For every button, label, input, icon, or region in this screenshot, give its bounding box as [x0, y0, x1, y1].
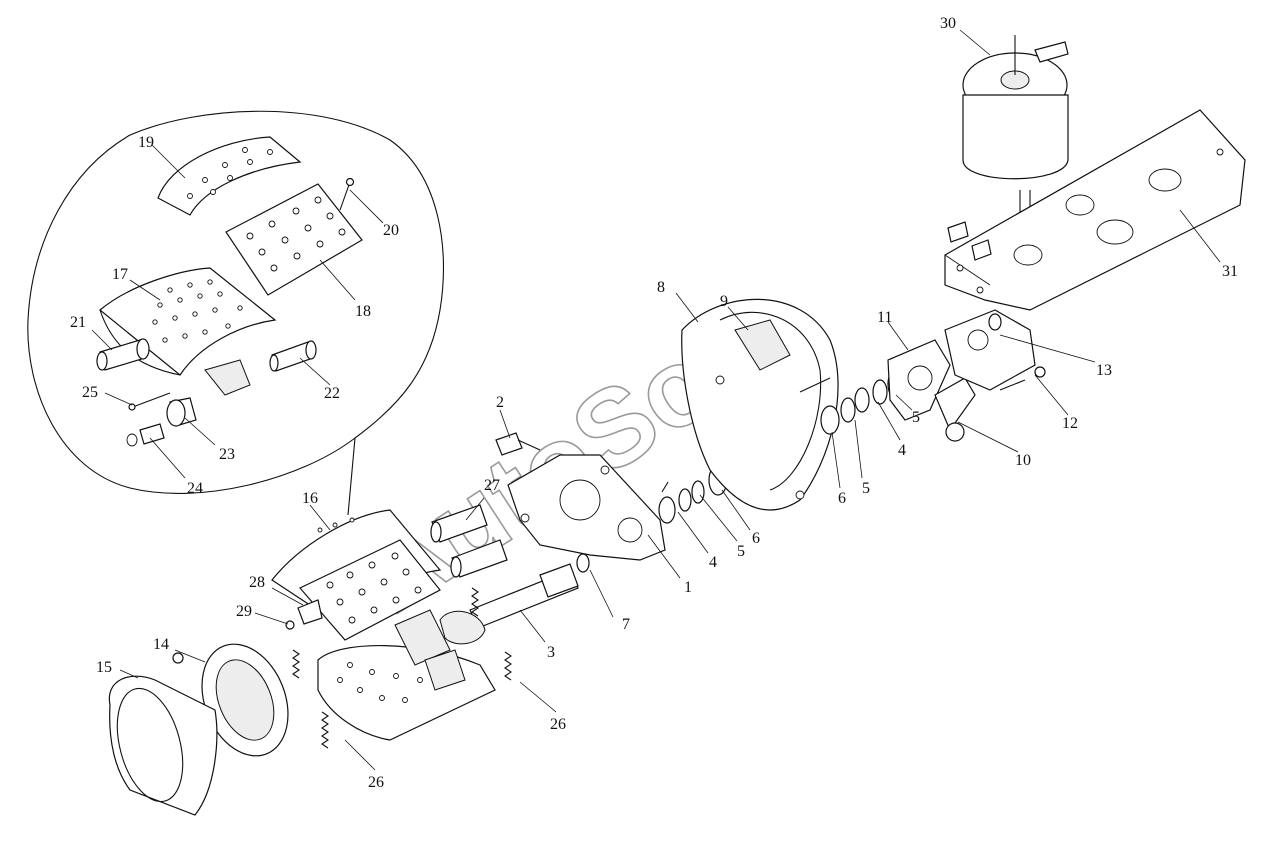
callout-7: 7 [622, 616, 630, 633]
part-16-brake-shoe [271, 509, 496, 741]
callout-20: 20 [383, 222, 399, 239]
part-28-29-fasteners [285, 599, 323, 630]
part-10-slack-adjuster [934, 377, 976, 442]
part-11-bracket [887, 339, 951, 421]
callout-1: 1 [684, 579, 692, 596]
detail-bubble-pointer [347, 437, 356, 516]
callout-29: 29 [236, 603, 252, 620]
callout-2: 2 [496, 394, 504, 411]
part-17-shoe [99, 267, 277, 396]
callout-15: 15 [96, 659, 112, 676]
callout-27: 27 [484, 477, 500, 494]
part-3-camshaft [439, 563, 579, 645]
part-26-springs [292, 587, 512, 749]
part-7-o-ring [576, 553, 590, 573]
part-20-screw [339, 177, 355, 211]
part-25-spring-pin [128, 392, 171, 411]
callout-23: 23 [219, 446, 235, 463]
callout-21: 21 [70, 314, 86, 331]
callout-22: 22 [324, 385, 340, 402]
callout-26a: 26 [550, 716, 566, 733]
part-15-drum-ring [108, 675, 218, 816]
callout-4b: 4 [898, 442, 906, 459]
callout-25: 25 [82, 384, 98, 401]
part-24-pin [126, 423, 165, 447]
leader-lines [91, 29, 1221, 771]
callout-5a: 5 [737, 543, 745, 560]
part-23-roller [166, 397, 197, 427]
callout-26b: 26 [368, 774, 384, 791]
callout-18: 18 [355, 303, 371, 320]
part-8-dust-shield [681, 298, 839, 511]
callout-3: 3 [547, 644, 555, 661]
part-30-brake-chamber [962, 35, 1069, 265]
callout-6b: 6 [838, 490, 846, 507]
callout-9: 9 [720, 293, 728, 310]
part-1-camshaft-bracket [507, 454, 666, 561]
callout-6a: 6 [752, 530, 760, 547]
callout-28: 28 [249, 574, 265, 591]
callout-10: 10 [1015, 452, 1031, 469]
callout-5c: 5 [912, 409, 920, 426]
part-9-dust-shield-flange [734, 319, 791, 371]
callout-19: 19 [138, 134, 154, 151]
part-27-anchor-pins [430, 504, 508, 578]
detail-bubble-outline [27, 110, 444, 494]
part-13-chamber-bracket [944, 309, 1036, 391]
callout-5b: 5 [862, 480, 870, 497]
part-21-pin [96, 338, 150, 371]
callout-30: 30 [940, 15, 956, 32]
callout-31: 31 [1222, 263, 1238, 280]
part-31-mounting-bracket [944, 109, 1246, 311]
callout-8: 8 [657, 279, 665, 296]
part-18-lining-plate [225, 183, 363, 296]
callout-11: 11 [877, 309, 892, 326]
callout-16: 16 [302, 490, 318, 507]
callout-12: 12 [1062, 415, 1078, 432]
callout-24: 24 [187, 480, 203, 497]
part-14-brake-drum [172, 643, 289, 757]
part-12-bolts [999, 366, 1046, 391]
callout-14: 14 [153, 636, 169, 653]
callout-4a: 4 [709, 554, 717, 571]
callout-labels: 1 2 3 4 4 5 5 5 6 6 7 8 9 10 11 12 13 14… [70, 15, 1238, 791]
part-22-roller-pin [269, 340, 317, 372]
callout-17: 17 [112, 266, 128, 283]
part-19-lining [157, 136, 302, 216]
callout-13: 13 [1096, 362, 1112, 379]
